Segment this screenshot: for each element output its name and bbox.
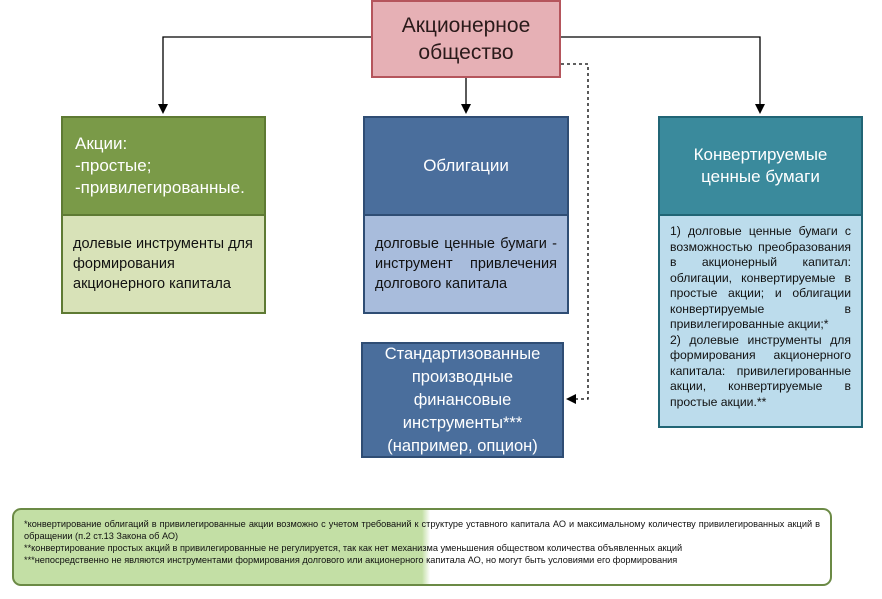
footnote-2: **конвертирование простых акций в привил… [24, 543, 683, 553]
shares-title-3: -привилегированные. [75, 178, 245, 197]
derivatives-line-4: инструменты*** [402, 413, 523, 432]
arrow-to-convertible [561, 36, 765, 114]
footnote-3: ***непосредственно не являются инструмен… [24, 555, 678, 565]
shares-description-box: долевые инструменты для формирования акц… [61, 214, 266, 314]
convertible-title-2: ценные бумаги [701, 167, 820, 186]
derivatives-box: Стандартизованные производные финансовые… [361, 342, 564, 458]
footnotes-box: *конвертирование облигаций в привилегиро… [12, 508, 832, 586]
convertible-title-1: Конвертируемые [693, 145, 828, 164]
footnote-1: *конвертирование облигаций в привилегиро… [24, 519, 820, 541]
bonds-title: Облигации [423, 156, 509, 175]
joint-stock-company-box: Акционерное общество [371, 0, 561, 78]
derivatives-line-5: (например, опцион) [387, 436, 538, 455]
shares-title-1: Акции: [75, 134, 128, 153]
derivatives-line-1: Стандартизованные [384, 344, 541, 363]
root-line-1: Акционерное [401, 14, 531, 37]
convertible-description-box: 1) долговые ценные бумаги с возможностью… [658, 214, 863, 428]
derivatives-line-3: финансовые [413, 390, 512, 409]
shares-title-2: -простые; [75, 156, 152, 175]
root-line-2: общество [418, 41, 514, 64]
bonds-description-box: долговые ценные бумаги - инструмент прив… [363, 214, 569, 314]
bonds-header-box: Облигации [363, 116, 569, 216]
arrow-to-shares [158, 36, 371, 114]
shares-header-box: Акции: -простые; -привилегированные. [61, 116, 266, 216]
convertible-header-box: Конвертируемые ценные бумаги [658, 116, 863, 216]
convertible-point-2: 2) долевые инструменты для формирования … [670, 332, 851, 409]
convertible-point-1: 1) долговые ценные бумаги с возможностью… [670, 224, 851, 331]
shares-description: долевые инструменты для формирования акц… [73, 236, 253, 292]
dashed-arrow-to-derivatives [561, 63, 589, 404]
bonds-description: долговые ценные бумаги - инструмент прив… [375, 236, 557, 292]
derivatives-line-2: производные [411, 367, 514, 386]
